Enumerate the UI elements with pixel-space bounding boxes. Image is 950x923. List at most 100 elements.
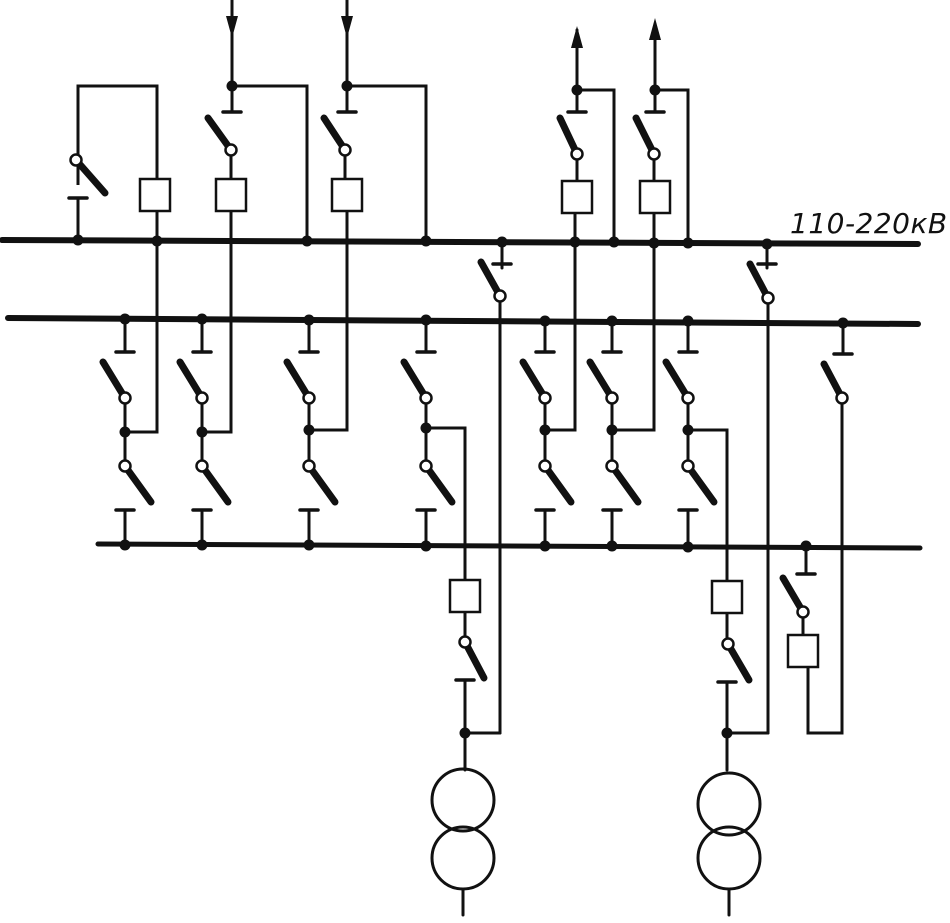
transformer-symbol bbox=[696, 771, 762, 891]
junction-dot bbox=[571, 84, 583, 96]
circuit-breaker-symbol bbox=[138, 177, 172, 213]
transformer-winding-primary bbox=[696, 771, 762, 837]
disconnector-pivot bbox=[761, 291, 775, 305]
symbols bbox=[67, 16, 854, 891]
junction-dot bbox=[682, 237, 694, 249]
disconnector-symbol bbox=[721, 637, 753, 684]
circuit-breaker-symbol bbox=[710, 579, 744, 615]
disconnector-pivot bbox=[338, 143, 352, 157]
junction-dots bbox=[72, 80, 849, 739]
junction-dot bbox=[648, 237, 660, 249]
disconnector-pivot bbox=[605, 391, 619, 405]
circuit-breaker-box bbox=[330, 177, 364, 213]
disconnector-pivot bbox=[195, 391, 209, 405]
outgoing-arrow-icon bbox=[571, 26, 583, 48]
disconnector-pivot bbox=[605, 459, 619, 473]
circuit-breaker-symbol bbox=[560, 179, 594, 215]
disconnector-blade bbox=[72, 156, 109, 197]
junction-dot bbox=[606, 540, 618, 552]
disconnector-pivot bbox=[721, 637, 735, 651]
circuit-breaker-box bbox=[710, 579, 744, 615]
junction-dot bbox=[119, 313, 131, 325]
disconnector-symbol bbox=[283, 358, 316, 405]
junction-dot bbox=[196, 539, 208, 551]
disconnector-symbol bbox=[820, 360, 849, 405]
junction-dot bbox=[800, 540, 812, 552]
junction-dot bbox=[341, 80, 353, 92]
circuit-breaker-symbol bbox=[638, 179, 672, 215]
junction-dot bbox=[539, 540, 551, 552]
circuit-breaker-box bbox=[448, 578, 482, 614]
disconnector-pivot bbox=[419, 391, 433, 405]
junction-dot bbox=[539, 315, 551, 327]
disconnector-symbol bbox=[67, 153, 109, 200]
disconnector-symbol bbox=[302, 459, 339, 506]
disconnector-symbol bbox=[632, 114, 661, 161]
wire bbox=[309, 211, 349, 432]
busbars bbox=[0, 237, 923, 551]
junction-dot bbox=[303, 424, 315, 436]
junction-dot bbox=[420, 422, 432, 434]
disconnector-symbol bbox=[118, 459, 155, 506]
transformer-winding-secondary bbox=[696, 825, 762, 891]
junction-dot bbox=[496, 236, 508, 248]
disconnector-pivot bbox=[681, 459, 695, 473]
disconnector-blade bbox=[176, 358, 206, 402]
junction-dot bbox=[569, 236, 581, 248]
arrow-head bbox=[571, 26, 583, 48]
junction-dot bbox=[761, 238, 773, 250]
voltage-label: 110-220кВ bbox=[790, 207, 948, 240]
disconnector-pivot bbox=[538, 459, 552, 473]
outgoing-arrow-icon bbox=[649, 18, 661, 40]
junction-dot bbox=[196, 426, 208, 438]
disconnector-symbol bbox=[458, 635, 488, 682]
junction-dot bbox=[72, 234, 84, 246]
junction-dot bbox=[301, 235, 313, 247]
arrow-head bbox=[226, 16, 238, 38]
junction-dot bbox=[837, 317, 849, 329]
disconnector-pivot bbox=[538, 391, 552, 405]
disconnector-symbol bbox=[662, 358, 695, 405]
disconnector-symbol bbox=[519, 358, 552, 405]
junction-dot bbox=[721, 727, 733, 739]
disconnector-blade bbox=[121, 462, 155, 506]
wire bbox=[426, 426, 467, 580]
junction-dot bbox=[539, 424, 551, 436]
disconnector-pivot bbox=[195, 459, 209, 473]
junction-dot bbox=[606, 424, 618, 436]
disconnector-symbol bbox=[176, 358, 209, 405]
disconnector-symbol bbox=[586, 358, 619, 405]
disconnector-symbol bbox=[779, 574, 810, 619]
junction-dot bbox=[119, 539, 131, 551]
junction-dot bbox=[303, 314, 315, 326]
disconnector-pivot bbox=[458, 635, 472, 649]
arrow-head bbox=[649, 18, 661, 40]
transformer-winding-primary bbox=[430, 767, 496, 833]
circuit-breaker-box bbox=[638, 179, 672, 215]
disconnector-blade bbox=[608, 462, 642, 506]
disconnector-pivot bbox=[835, 391, 849, 405]
disconnector-pivot bbox=[419, 459, 433, 473]
wire bbox=[76, 84, 159, 434]
disconnector-pivot bbox=[302, 391, 316, 405]
wire bbox=[545, 213, 577, 432]
junction-dot bbox=[420, 235, 432, 247]
disconnector-symbol bbox=[538, 459, 575, 506]
wire bbox=[612, 213, 656, 432]
disconnector-pivot bbox=[302, 459, 316, 473]
wire bbox=[655, 88, 690, 242]
junction-dot bbox=[420, 314, 432, 326]
incoming-arrow-icon bbox=[226, 16, 238, 38]
disconnector-symbol bbox=[605, 459, 642, 506]
transformer-symbol bbox=[430, 767, 496, 891]
junction-dot bbox=[649, 84, 661, 96]
wire bbox=[577, 88, 616, 242]
disconnector-symbol bbox=[400, 358, 433, 405]
junction-dot bbox=[420, 540, 432, 552]
wire bbox=[202, 211, 233, 434]
disconnector-pivot bbox=[647, 147, 661, 161]
disconnector-pivot bbox=[224, 143, 238, 157]
disconnector-blade bbox=[283, 358, 313, 402]
disconnector-blade bbox=[99, 358, 129, 402]
busbar-main-1 bbox=[0, 237, 921, 247]
